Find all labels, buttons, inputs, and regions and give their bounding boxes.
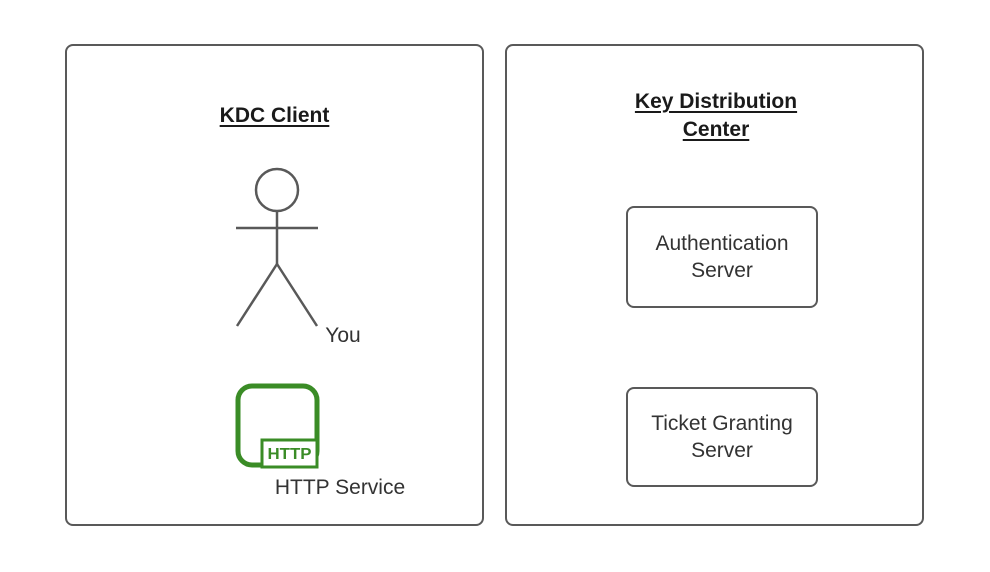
key-distribution-center-panel: Key Distribution Center Authentication S…: [505, 44, 924, 526]
actor-label: You: [325, 324, 361, 347]
authentication-server-label: Authentication Server: [655, 232, 789, 282]
http-badge-label: HTTP: [268, 446, 312, 463]
ticket-granting-server-label: Ticket Granting Server: [651, 412, 793, 462]
http-service-icon: HTTP: [235, 383, 320, 469]
actor-icon: [235, 167, 319, 327]
kdc-client-panel: KDC Client You HTTP HTTP Service: [65, 44, 484, 526]
kdc-client-panel-title: KDC Client: [219, 104, 330, 127]
http-service-label: HTTP Service: [274, 476, 406, 499]
authentication-server-box: Authentication Server: [626, 206, 818, 308]
key-distribution-center-title: Key Distribution Center: [634, 90, 798, 141]
ticket-granting-server-box: Ticket Granting Server: [626, 387, 818, 487]
